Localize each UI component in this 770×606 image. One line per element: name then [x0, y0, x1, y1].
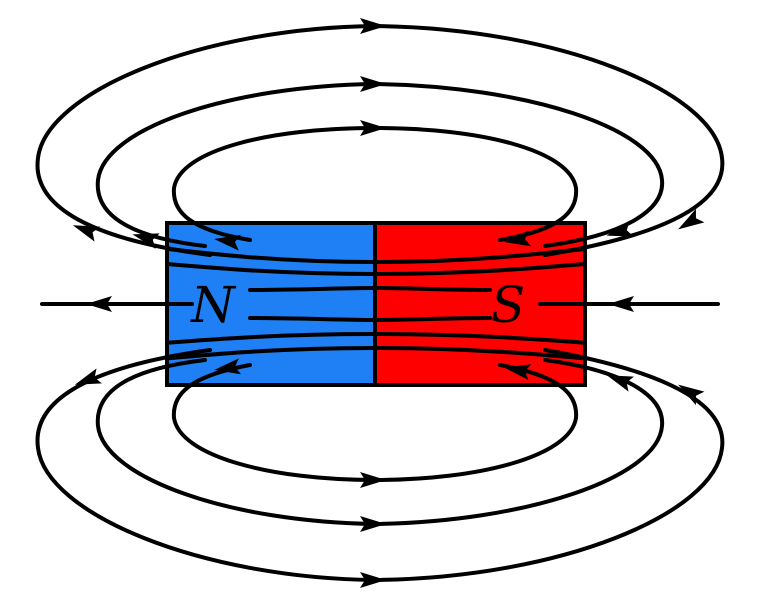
- arrow-bottom-inner: [360, 472, 386, 488]
- magnet-north-half: [167, 223, 375, 385]
- arrow-inside-top-south: [504, 230, 531, 247]
- arrow-axis-left: [86, 296, 112, 312]
- south-pole-label: S: [491, 276, 525, 334]
- arrow-right-bottom-middle: [606, 375, 635, 392]
- internal-line-4: [248, 316, 492, 323]
- arrow-right-top-outer: [678, 208, 705, 230]
- arrow-left-bottom-outer: [74, 368, 103, 385]
- arrow-bottom-outer: [360, 572, 386, 588]
- field-line-top-outer: [35, 23, 725, 257]
- arrow-inside-bottom-south: [504, 364, 532, 380]
- arrow-inside-top-north: [214, 234, 241, 251]
- arrow-right-bottom-outer: [678, 384, 705, 406]
- internal-line-3: [248, 285, 492, 292]
- arrow-inside-bottom-north: [214, 358, 241, 375]
- arrow-axis-right: [608, 296, 634, 312]
- arrow-top-inner: [360, 120, 386, 136]
- arrow-top-outer: [360, 18, 386, 34]
- arrow-left-top-outer: [72, 225, 101, 242]
- arrow-right-top-middle: [606, 221, 634, 237]
- arrow-bottom-middle: [360, 516, 386, 532]
- arrow-left-top-middle: [132, 233, 160, 249]
- north-pole-label: N: [190, 276, 237, 334]
- arrow-top-middle: [360, 76, 386, 92]
- field-arrows: [72, 18, 705, 588]
